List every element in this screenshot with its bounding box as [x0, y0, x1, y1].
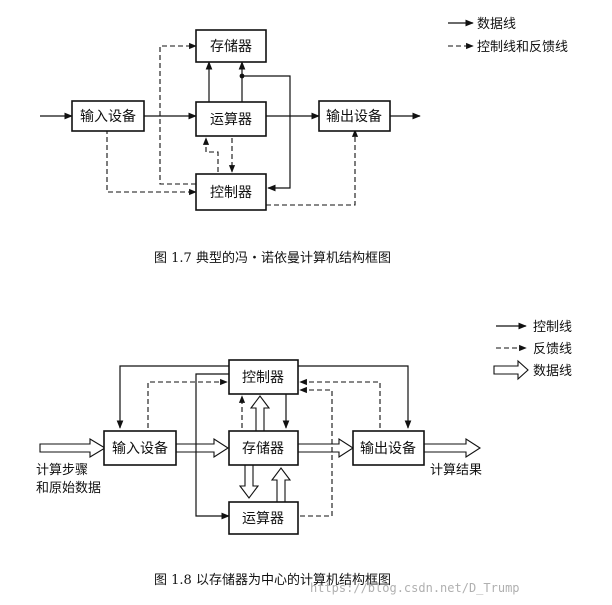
fig1-control-to-output-line — [266, 129, 359, 206]
fig1-control-to-storage-line — [159, 42, 197, 116]
fig2-input-label: 输入设备 — [112, 440, 168, 457]
fig2-external-input-wide-arrow — [39, 438, 107, 458]
fig2-output-external-wide-arrow — [423, 437, 482, 459]
fig1-control-label: 控制器 — [210, 185, 252, 201]
fig2-input-description-line1: 计算步骤 — [36, 463, 88, 478]
fig1-storage-box: 存储器 — [195, 29, 267, 63]
fig1-output-label: 输出设备 — [326, 108, 382, 125]
fig2-output-box: 输出设备 — [352, 430, 425, 466]
fig1-junction-dot — [239, 73, 245, 79]
fig1-output-box: 输出设备 — [318, 100, 391, 132]
fig2-control-to-output-line — [298, 365, 412, 429]
fig2-input-feedback-line — [147, 378, 228, 428]
fig2-storage-box: 存储器 — [228, 430, 299, 466]
fig1-control-to-input-line — [159, 116, 196, 185]
fig2-alu-label: 运算器 — [242, 511, 284, 527]
fig2-alu-to-storage-wide-arrow — [270, 467, 292, 503]
fig2-input-to-storage-wide-arrow — [175, 437, 230, 459]
legend-data-arrow-sample — [493, 359, 529, 381]
fig2-storage-to-alu-wide-arrow — [238, 463, 260, 499]
fig1-alu-label: 运算器 — [210, 112, 252, 128]
fig1-legend: 数据线 控制线和反馈线 — [448, 17, 568, 55]
fig2-legend: 控制线 反馈线 数据线 — [493, 320, 572, 381]
figure-1-7: 数据线 控制线和反馈线 存储器 输入设备 运算器 — [40, 17, 568, 266]
fig2-input-box: 输入设备 — [103, 430, 177, 466]
fig1-control-box: 控制器 — [195, 173, 267, 211]
fig1-input-label: 输入设备 — [80, 108, 136, 125]
legend-control-line-label: 控制线和反馈线 — [477, 40, 568, 55]
legend-control-line-label: 控制线 — [533, 320, 572, 335]
fig2-storage-to-control-wide-arrow — [249, 395, 271, 433]
fig1-storage-label: 存储器 — [210, 39, 252, 55]
fig2-output-feedback-line — [299, 378, 381, 428]
fig1-caption: 图 1.7 典型的冯・诺依曼计算机结构框图 — [154, 250, 391, 266]
fig2-output-description: 计算结果 — [430, 463, 482, 478]
fig2-control-to-alu-line — [195, 373, 230, 520]
fig2-caption: 图 1.8 以存储器为中心的计算机结构框图 — [154, 572, 391, 588]
fig2-output-label: 输出设备 — [360, 440, 416, 457]
fig1-alu-box: 运算器 — [195, 101, 267, 137]
fig2-control-box: 控制器 — [228, 359, 299, 395]
watermark: https://blog.csdn.net/D_Trump — [310, 581, 520, 595]
figure-1-8: 控制线 反馈线 数据线 控制器 输入设备 — [36, 320, 572, 588]
fig2-control-label: 控制器 — [242, 370, 284, 386]
fig1-control-to-alu-line — [202, 137, 219, 172]
fig1-input-box: 输入设备 — [71, 100, 145, 132]
legend-feedback-line-label: 反馈线 — [533, 342, 572, 357]
fig2-storage-to-output-wide-arrow — [297, 437, 355, 459]
fig1-input-to-control-line — [106, 129, 197, 196]
fig2-alu-box: 运算器 — [228, 501, 299, 535]
legend-data-line-label: 数据线 — [477, 17, 516, 32]
legend-data-line-label: 数据线 — [533, 364, 572, 379]
fig1-alu-bus-to-control-line — [241, 75, 291, 192]
fig2-control-to-input-line — [116, 365, 229, 429]
fig2-storage-label: 存储器 — [242, 441, 284, 457]
fig2-alu-feedback-line — [299, 386, 333, 517]
fig2-input-description-line2: 和原始数据 — [36, 481, 101, 496]
